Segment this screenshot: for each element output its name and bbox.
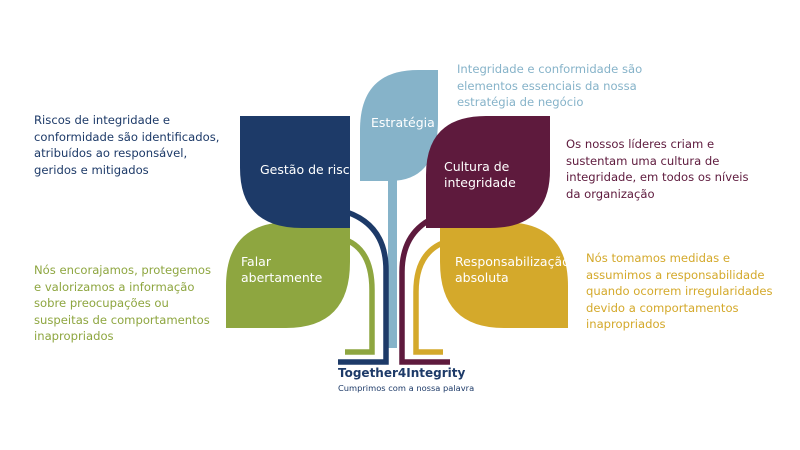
description-line: atribuídos ao responsável, [34,146,188,160]
culture-label-line: integridade [444,175,516,190]
description-line: devido a comportamentos [586,300,739,315]
speak-up-description: Nós encorajamos, protegemos e valorizamo… [34,262,211,345]
description-line: inapropriados [586,317,666,331]
speak-up-leaf [226,222,350,328]
description-line: integridade, em todos os níveis [566,170,749,184]
description-line: Os nossos líderes criam e [566,137,715,151]
description-line: Riscos de integridade e [34,113,171,127]
description-line: sobre preocupações ou [34,296,169,310]
strategy-description: Integridade e conformidade são elementos… [457,61,642,111]
description-line: quando ocorrem irregularidades [586,284,773,298]
description-line: e valorizamos a informação [34,279,195,294]
speak-up-label: Falar abertamente [241,254,322,286]
accountability-leaf [440,222,568,328]
speak-up-label-line: Falar [241,254,271,269]
description-line: Nós encorajamos, protegemos [34,263,211,277]
description-line: Nós tomamos medidas e [586,251,730,265]
strategy-stem [388,180,397,348]
accountability-description: Nós tomamos medidas e assumimos a respon… [586,250,773,333]
strategy-label: Estratégia [371,115,435,130]
description-line: Integridade e conformidade são [457,62,643,76]
accountability-label-line: absoluta [455,270,509,285]
risk-description: Riscos de integridade e conformidade são… [34,112,219,178]
culture-label-line: Cultura de [444,159,510,174]
description-line: conformidade são identificados, [34,129,220,144]
description-line: estratégia de negócio [457,95,584,109]
speak-up-label-line: abertamente [241,270,323,285]
description-line: assumimos a responsabilidade [586,267,765,282]
strategy-leaf [360,70,438,181]
description-line: elementos essenciais da nossa [457,78,637,93]
description-line: suspeitas de comportamentos [34,312,210,327]
brand-subtitle: Cumprimos com a nossa palavra [338,383,475,393]
risk-stem [338,207,389,365]
culture-description: Os nossos líderes criam e sustentam uma … [566,136,749,202]
risk-management-label: Gestão de risco [260,162,358,177]
brand-title: Together4Integrity [338,366,466,380]
description-line: sustentam uma cultura de [566,153,720,168]
accountability-label-line: Responsabilização [455,254,570,269]
description-line: geridos e mitigados [34,162,149,177]
accountability-label: Responsabilização absoluta [455,254,570,286]
risk-leaf [240,116,350,228]
culture-label: Cultura de integridade [444,159,516,191]
culture-leaf [426,116,550,228]
description-line: da organização [566,186,655,201]
description-line: inapropriados [34,329,114,343]
